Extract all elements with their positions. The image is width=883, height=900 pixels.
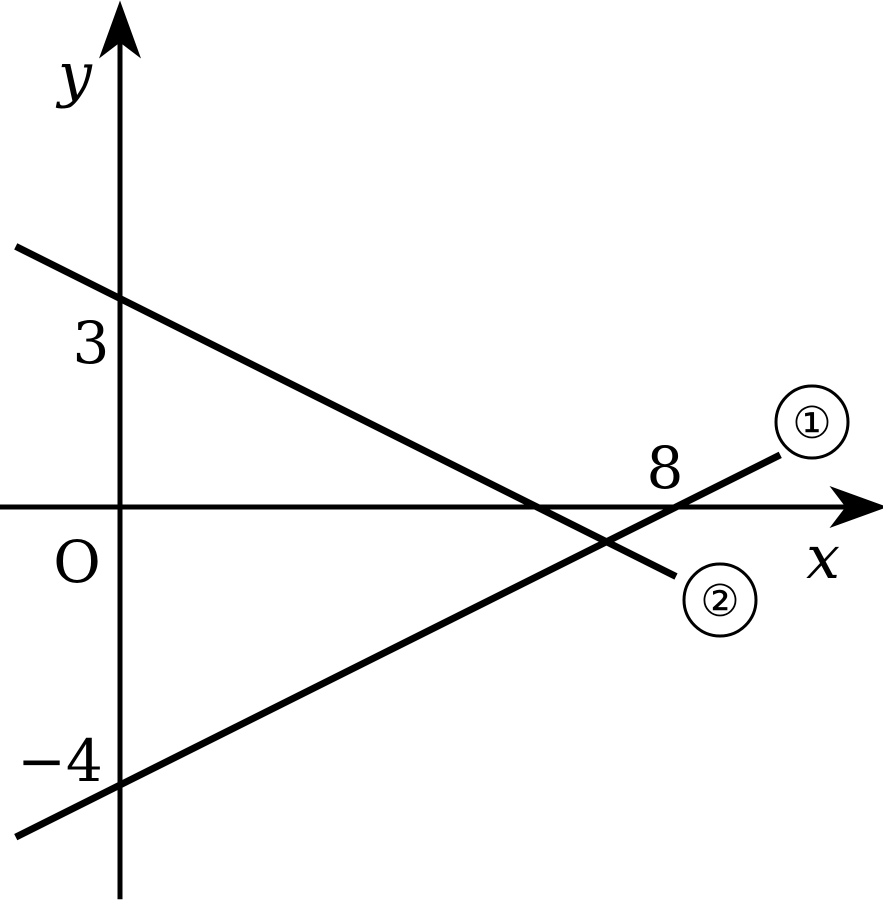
x-axis-label: x [806,523,840,593]
x-tick-label-8: 8 [647,434,684,502]
line-2 [14,243,678,580]
line-1-marker: ① [774,384,850,460]
y-axis-arrowhead [99,0,141,59]
line-2-marker-circle [682,562,758,638]
origin-label: O [53,528,101,596]
y-axis-label: y [55,40,93,110]
y-tick-label-3: 3 [73,309,110,377]
line-1-label: ① [792,398,831,449]
line-1-marker-circle [774,384,850,460]
line-2-marker: ② [682,562,758,638]
line-1 [14,451,782,841]
x-axis-arrowhead [829,486,883,528]
y-tick-label-minus-4: −4 [17,727,103,795]
line-2-label: ② [700,576,739,627]
